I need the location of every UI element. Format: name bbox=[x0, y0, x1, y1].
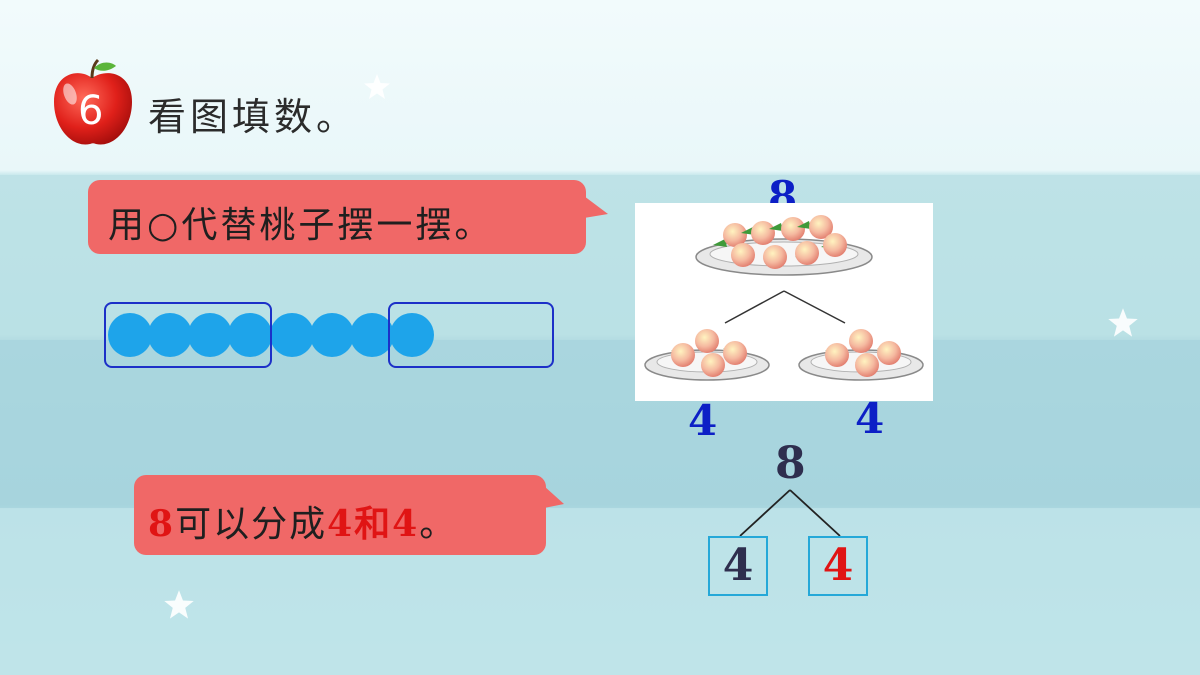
instruction-bubble: 用○代替桃子摆一摆。 bbox=[88, 180, 586, 254]
peach-icon bbox=[825, 329, 901, 377]
badge-number: 6 bbox=[78, 88, 104, 134]
apple-badge-icon: 6 bbox=[50, 58, 136, 150]
star-icon bbox=[364, 74, 390, 99]
tree-branch-lines bbox=[739, 489, 841, 537]
answer-text: 8可以分成4和4。 bbox=[148, 495, 457, 547]
circle-dot bbox=[148, 313, 192, 357]
instruction-text: 用○代替桃子摆一摆。 bbox=[108, 205, 494, 246]
circle-dot bbox=[350, 313, 394, 357]
page-title: 看图填数。 bbox=[148, 95, 359, 139]
circle-dot bbox=[270, 313, 314, 357]
answer-period: 。 bbox=[419, 504, 458, 545]
tree-left-box[interactable]: 4 bbox=[708, 536, 768, 596]
star-icon bbox=[1108, 308, 1138, 337]
star-icon bbox=[164, 590, 194, 619]
group-frame-left bbox=[104, 302, 272, 368]
number-decomposition: 8 4 4 bbox=[700, 438, 880, 600]
bubble-tail bbox=[544, 486, 564, 508]
answer-part-b: 4 bbox=[392, 503, 420, 545]
answer-and: 和 bbox=[354, 503, 393, 545]
peach-icon bbox=[671, 329, 747, 377]
picture-right-number: 4 bbox=[855, 394, 885, 443]
circle-dot bbox=[310, 313, 354, 357]
answer-part-a: 4 bbox=[327, 503, 355, 545]
peach-icon bbox=[713, 215, 847, 269]
answer-bubble: 8可以分成4和4。 bbox=[134, 475, 546, 555]
tree-right-box[interactable]: 4 bbox=[808, 536, 868, 596]
circle-dot bbox=[390, 313, 434, 357]
group-frame-right bbox=[388, 302, 554, 368]
tree-whole-number: 8 bbox=[775, 438, 806, 489]
circle-dot bbox=[108, 313, 152, 357]
answer-whole: 8 bbox=[148, 503, 176, 545]
circle-dot bbox=[188, 313, 232, 357]
answer-connector: 可以分成 bbox=[175, 504, 328, 545]
circle-dot bbox=[228, 313, 272, 357]
picture-left-number: 4 bbox=[688, 396, 718, 445]
peaches-picture bbox=[635, 203, 933, 401]
circle-model bbox=[104, 302, 564, 368]
bubble-tail bbox=[584, 196, 608, 218]
